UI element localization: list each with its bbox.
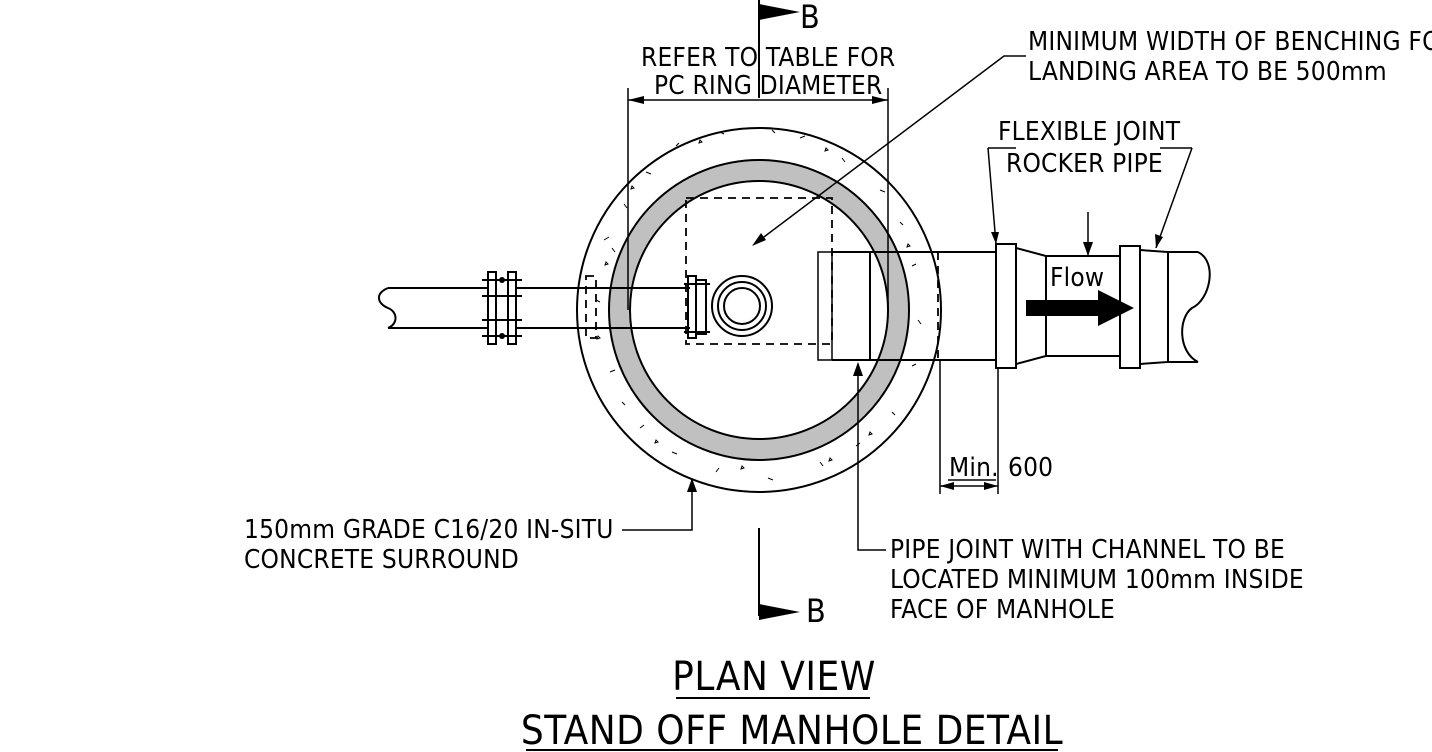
duckfoot-bend (711, 275, 773, 337)
plan-view-title: PLAN VIEW (672, 654, 876, 700)
flexible-joint-label: FLEXIBLE JOINT (998, 117, 1181, 147)
rocker-pipe-label: ROCKER PIPE (1006, 149, 1163, 179)
drawing-title: STAND OFF MANHOLE DETAIL (521, 708, 1063, 752)
min-dimension-label: Min. (949, 453, 999, 483)
flow-label: Flow (1050, 263, 1104, 293)
inlet-pipe (378, 287, 690, 329)
surround-note-line1: 150mm GRADE C16/20 IN-SITU (244, 515, 614, 545)
section-arrow-bottom (759, 604, 800, 620)
benching-note-line2: LANDING AREA TO BE 500mm (1028, 57, 1387, 87)
benching-area-outline (685, 197, 833, 345)
section-marker-bottom: B (806, 592, 826, 630)
rocker-pipe (1046, 255, 1120, 357)
flow-arrow-icon (1026, 290, 1134, 326)
benching-note-line1: MINIMUM WIDTH OF BENCHING FOR (1028, 27, 1432, 57)
surround-leader-arrow (687, 478, 697, 492)
pipe-joint-note-line1: PIPE JOINT WITH CHANNEL TO BE (890, 535, 1285, 565)
wall-puddle-flange (585, 275, 597, 339)
outlet-pipe-continuation (1168, 251, 1211, 363)
concrete-aggregate-hatch (595, 129, 922, 481)
pc-ring-note-line2: PC RING DIAMETER (654, 71, 882, 101)
benching-leader-arrow (752, 233, 766, 246)
section-marker-top: B (800, 0, 820, 36)
pc-ring-note-line1: REFER TO TABLE FOR (641, 43, 895, 73)
pipe-joint-note-line2: LOCATED MINIMUM 100mm INSIDE (890, 565, 1304, 595)
inlet-flange (482, 271, 522, 345)
pipe-joint-note-line3: FACE OF MANHOLE (890, 595, 1115, 625)
bend-flange (684, 275, 710, 339)
pipe-joint-leader-arrow (853, 362, 863, 376)
concrete-surround-outer (576, 127, 942, 493)
outlet-pipe-end (817, 251, 833, 361)
section-arrow-top (759, 4, 800, 20)
surround-note-line2: CONCRETE SURROUND (244, 545, 519, 575)
min-dimension-value: 600 (1008, 453, 1053, 483)
